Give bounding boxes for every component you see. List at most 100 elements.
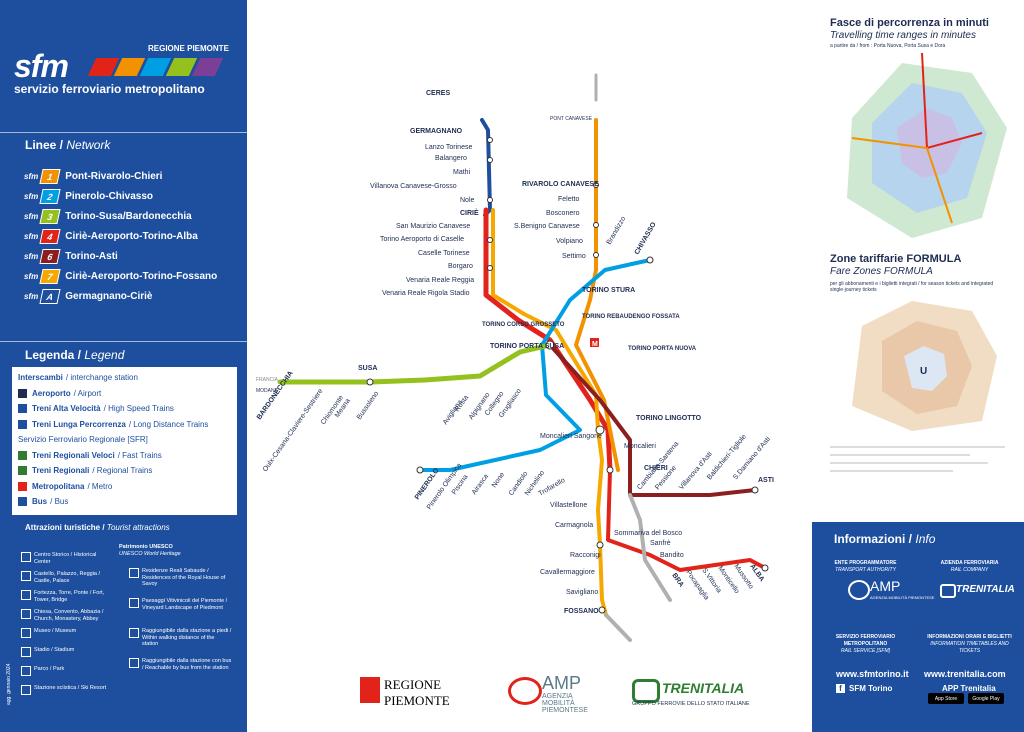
attraction-label: Fortezza, Torre, Ponte / Fort, Tower, Br…: [34, 590, 105, 603]
info-right-mid-en: INFORMATION TIMETABLES AND TICKETS: [930, 641, 1009, 654]
google-play-badge[interactable]: Google Play: [968, 693, 1004, 704]
station-label-porta-nuova: TORINO PORTA NUOVA: [628, 346, 697, 352]
amp-logo-icon: [508, 677, 542, 705]
legend-item: Treni Regionali Veloci/ Fast Trains: [18, 450, 162, 460]
legend-line: [830, 446, 1005, 448]
info-left-mid-it: SERVIZIO FERROVIARIO METROPOLITANO: [835, 634, 896, 647]
region-label: REGIONE PIEMONTE: [148, 44, 229, 53]
attraction-item: Museo / Museum: [21, 628, 114, 638]
station-label-chieri: CHIERI: [644, 465, 668, 472]
attraction-item: Centro Storico / Historical Center: [21, 552, 114, 565]
travel-times-map: [847, 52, 1007, 238]
station-label-ceres: CERES: [426, 90, 450, 97]
app-store-badge[interactable]: App Store: [928, 693, 964, 704]
network-title: Linee / Network: [25, 138, 111, 152]
facebook-icon[interactable]: f: [836, 684, 845, 693]
trenitalia-logo-icon: [940, 584, 956, 598]
station-label-bra: BRA: [670, 572, 684, 588]
legend-title-en: Legend: [84, 348, 125, 362]
station-dot: [487, 265, 493, 271]
attraction-icon: [21, 666, 31, 676]
station-label-borgaro: Borgaro: [448, 263, 473, 270]
unesco-item: Residenze Reali Sabaude / Residences of …: [129, 568, 232, 588]
station-dot: [487, 197, 493, 203]
line-number-badge: 3: [39, 208, 61, 224]
amp-sub-line: PIEMONTESE: [542, 707, 588, 714]
station-label-villastellone: Villastellone: [550, 502, 587, 509]
station-label-germagnano: GERMAGNANO: [410, 128, 463, 135]
logo-stripe-purple: [191, 58, 224, 76]
line-number-badge: 2: [39, 188, 61, 204]
station-dot: [416, 466, 424, 474]
unesco-label: Residenze Reali Sabaude / Residences of …: [142, 568, 226, 587]
attraction-icon: [21, 552, 31, 562]
sponsor-trenitalia-sub: GRUPPO FERROVIE DELLO STATO ITALIANE: [632, 701, 750, 707]
legend-item-label: Treni Lunga Percorrenza: [32, 419, 126, 429]
unesco-label: Paesaggi Vitivinicoli del Piemonte / Vin…: [142, 598, 228, 611]
legend-item-text: / Bus: [50, 497, 69, 506]
legend-line: [830, 454, 970, 456]
attraction-item: Castello, Palazzo, Reggia / Castle, Pala…: [21, 571, 114, 584]
route-line-7-north: [491, 208, 600, 432]
unesco-icon: [129, 568, 139, 578]
station-dot: [593, 182, 599, 188]
info-title-it: Informazioni: [834, 532, 906, 546]
station-label-pont: PONT CANAVESE: [550, 116, 593, 122]
network-title-it: Linee: [25, 138, 57, 152]
station-label-bussoleno: Bussoleno: [356, 390, 381, 421]
zones-note: per gli abbonamenti e i biglietti integr…: [830, 281, 994, 293]
station-label-rivarolo: RIVAROLO CANAVESE: [522, 181, 599, 188]
info-site-left[interactable]: www.sfmtorino.it: [836, 669, 909, 679]
bus-icon: [18, 497, 27, 506]
regione-shield-icon: [360, 677, 380, 703]
train-ld-icon: [18, 419, 27, 429]
station-label-aeroporto: Torino Aeroporto di Caselle: [380, 236, 464, 243]
legend-item-label: Bus: [32, 497, 48, 506]
unesco-item: Raggiungibile dalla stazione con bus / R…: [129, 658, 232, 671]
legend-item-text: / Fast Trains: [117, 450, 162, 460]
station-label-sanfre: Sanfrè: [650, 540, 671, 547]
station-label-racconigi: Racconigi: [570, 552, 601, 559]
station-label-none: None: [491, 471, 506, 489]
train-hs-icon: [18, 404, 27, 413]
legend-line: [830, 470, 953, 472]
travel-times-title-en: Travelling time ranges in minutes: [830, 30, 976, 41]
info-right-mid: INFORMAZIONI ORARI E BIGLIETTI INFORMATI…: [922, 634, 1017, 655]
info-app-right[interactable]: APP Trenitalia: [942, 684, 996, 693]
sfm-prefix: sfm: [24, 211, 39, 221]
info-left-head-it: ENTE PROGRAMMATORE: [834, 560, 897, 566]
unesco-icon: [129, 658, 139, 668]
station-dot: [595, 425, 605, 435]
legend-item-text: / Long Distance Trains: [128, 419, 209, 429]
station-label-villanova: Villanova Canavese-Grosso: [370, 183, 457, 190]
route-line-6: [548, 343, 757, 497]
line-name: Torino-Susa/Bardonecchia: [65, 210, 192, 222]
station-label-susa: SUSA: [358, 365, 377, 372]
zones-title: Zone tariffarie FORMULA: [830, 253, 962, 265]
unesco-title: Patrimonio UNESCO: [119, 544, 173, 550]
station-dot: [593, 252, 599, 258]
station-label-venaria: Venaria Reale Reggia: [406, 277, 474, 284]
legend-item: Treni Lunga Percorrenza/ Long Distance T…: [18, 419, 209, 429]
sponsor-regione-2: PIEMONTE: [384, 693, 450, 708]
station-label-moncalieri-sangone: Moncalieri Sangone: [540, 433, 602, 440]
amp-sub-line: MOBILITÀ: [542, 700, 575, 707]
station-dot: [366, 378, 374, 386]
line-number-badge: 4: [39, 228, 61, 244]
station-label-volpiano: Volpiano: [556, 238, 583, 245]
legend-title-it: Legenda: [25, 348, 75, 362]
station-label-grosseto: TORINO CORSO GROSSETO: [482, 322, 565, 328]
info-site-right[interactable]: www.trenitalia.com: [924, 669, 1006, 679]
network-title-en: Network: [66, 138, 111, 152]
line-name: Germagnano-Ciriè: [65, 290, 153, 302]
sponsor-strip: REGIONE PIEMONTE AMP AGENZIA MOBILITÀ PI…: [340, 665, 800, 725]
line-number-badge: 6: [39, 248, 61, 264]
sfm-prefix: sfm: [24, 191, 39, 201]
legend-item-text: / High Speed Trains: [103, 404, 174, 413]
info-social-left[interactable]: SFM Torino: [849, 684, 893, 693]
station-label-asti: ASTI: [758, 477, 774, 484]
